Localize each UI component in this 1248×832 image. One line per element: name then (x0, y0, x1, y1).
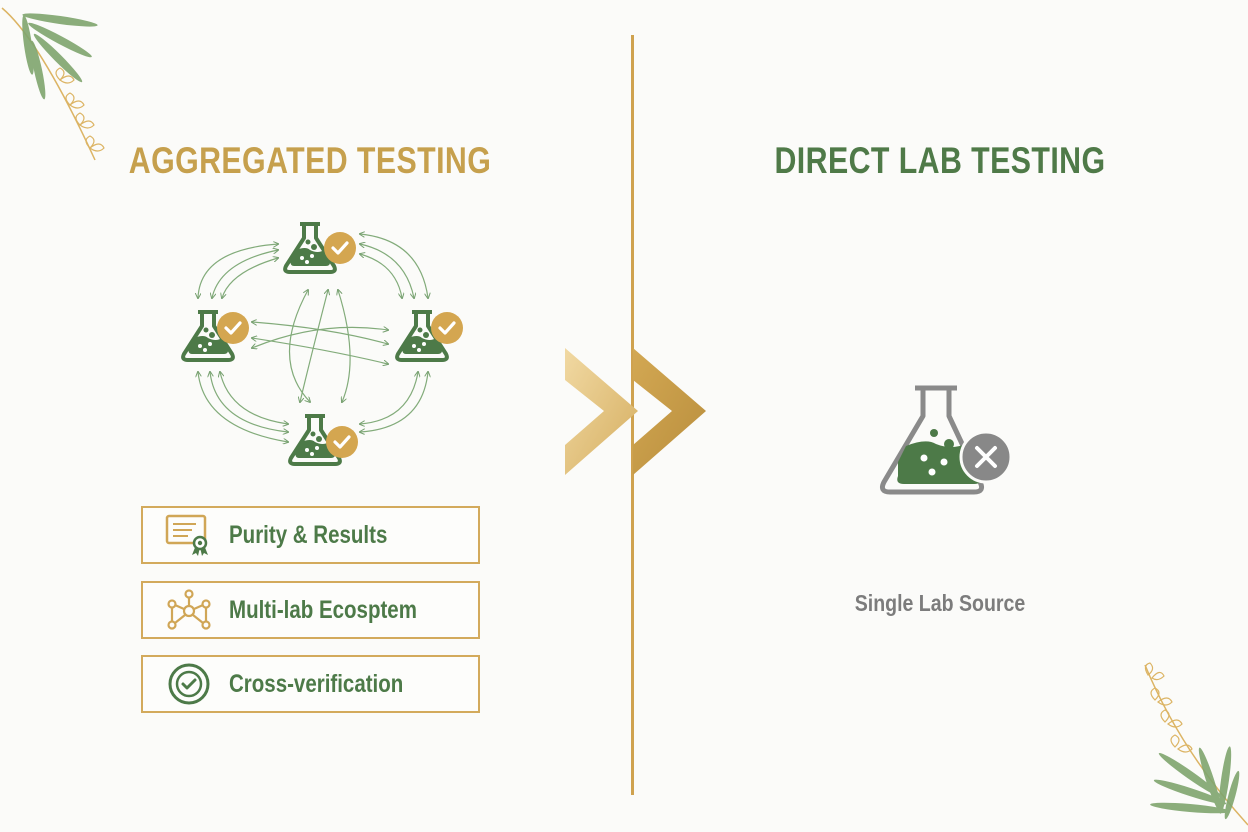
aggregated-testing-title: AGGREGATED TESTING (128, 140, 492, 181)
certificate-icon (159, 512, 219, 558)
botanical-sprig-bottom-right-icon (1144, 662, 1248, 826)
direct-lab-testing-title: DIRECT LAB TESTING (774, 140, 1106, 181)
feature-label: Purity & Results (229, 520, 388, 549)
x-badge-icon (959, 430, 1013, 484)
single-lab-flask-icon (880, 385, 1013, 495)
botanical-sprig-top-left-icon (1, 7, 105, 161)
feature-label: Multi-lab Ecosptem (229, 595, 417, 624)
feature-multi-lab-ecosystem: Multi-lab Ecosptem (141, 581, 480, 639)
network-nodes-icon (159, 587, 219, 633)
single-lab-source-label: Single Lab Source (854, 590, 1026, 616)
multi-lab-network-diagram (181, 222, 465, 466)
double-chevron-right-icon (565, 348, 706, 475)
feature-purity-results: Purity & Results (141, 506, 480, 564)
feature-cross-verification: Cross-verification (141, 655, 480, 713)
feature-label: Cross-verification (229, 669, 404, 698)
check-circle-icon (159, 661, 219, 707)
